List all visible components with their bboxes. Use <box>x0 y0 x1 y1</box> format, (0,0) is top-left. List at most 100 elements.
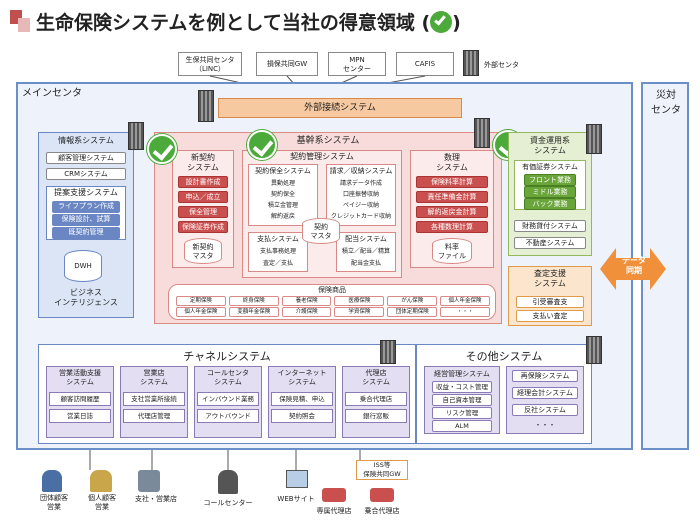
channel-group-item: 支社営業所接続 <box>123 392 185 406</box>
channel-group-title: コールセンタ システム <box>207 369 249 386</box>
check-icon <box>147 134 177 164</box>
product-item: 医療保険 <box>334 296 385 306</box>
title-mark-icon <box>10 10 30 32</box>
pay-box <box>248 232 308 272</box>
securities-title: 有価証券システム <box>522 163 578 171</box>
channel-group-title: インターネット システム <box>277 369 327 386</box>
product-item: 介護保険 <box>281 307 332 317</box>
channel-group-item: 契約照会 <box>271 409 333 423</box>
core-server-icon <box>474 118 490 148</box>
web-label: WEBサイト <box>277 495 315 503</box>
billing-item: 請求データ作成 <box>339 180 382 187</box>
ext-linc-box: 生保共同センタ （LINC） <box>178 52 242 76</box>
info-item: 顧客管理システム <box>46 152 126 164</box>
channel-server-icon <box>380 340 396 364</box>
div-title: 配当システム <box>345 235 387 243</box>
mgmt-item: 収益・コスト管理 <box>432 381 492 393</box>
products-row: 個人年金保険変額年金保険介護保険学資保険団体定期保険・・・ <box>176 307 490 317</box>
channel-title: チャネルシステム <box>183 350 271 363</box>
info-item: CRMシステム <box>46 168 126 180</box>
actuarial-item: 保険料率計算 <box>416 176 488 188</box>
group-sales-label: 団体顧客 営業 <box>40 494 68 511</box>
server-icon <box>463 50 479 76</box>
channel-group: 営業活動支援 システム顧客訪問履歴営業日誌 <box>46 366 114 438</box>
channel-group-item: 代理店管理 <box>123 409 185 423</box>
audit-item: 支払い査定 <box>516 310 584 322</box>
products-row: 定期保険終身保険養老保険医療保険がん保険個人年金保険 <box>176 296 490 306</box>
bi-label: ビジネス インテリジェンス <box>54 288 118 307</box>
callcenter-icon <box>218 470 238 494</box>
asset-item: 不動産システム <box>514 237 586 249</box>
maint-item: 契約保全 <box>270 191 295 198</box>
billing-title: 請求／収納システム <box>329 167 393 175</box>
product-item: 個人年金保険 <box>176 307 226 317</box>
products-title: 保険商品 <box>318 286 346 294</box>
branch-label: 支社・営業店 <box>135 495 177 503</box>
proposal-title: 提案支援システム <box>54 188 118 197</box>
maint-item: 異動処理 <box>270 180 295 187</box>
iss-gw-box: ISS等 保険共同GW <box>356 460 408 480</box>
channel-group-item: 保険見積、申込 <box>271 392 333 406</box>
channel-group: 代理店 システム乗合代理店銀行窓販 <box>342 366 410 438</box>
info-server-icon <box>128 122 144 150</box>
main-center-label: メインセンタ <box>22 88 82 99</box>
product-item: がん保険 <box>387 296 438 306</box>
pay-item: 査定／支払 <box>262 260 293 267</box>
channel-group: 営業店 システム支社営業所接続代理店管理 <box>120 366 188 438</box>
maint-box <box>248 164 318 226</box>
pay-item: 支払事務処理 <box>259 248 296 255</box>
asset-item: 財務貸付システム <box>514 220 586 232</box>
div-box <box>336 232 396 272</box>
page-title: 生命保険システムを例として当社の得意領域 () <box>36 11 461 34</box>
div-item: 配当金支払 <box>350 260 381 267</box>
mgmt-title: 経営管理システム <box>434 370 490 378</box>
actuarial-item: 責任準備金計算 <box>416 191 488 203</box>
other-item: 再保険システム <box>512 370 578 382</box>
proposal-item: 既契約管理 <box>52 227 120 239</box>
asset-title: 資金運用系 システム <box>530 136 570 155</box>
contract-db-icon: 契約 マスタ <box>302 218 340 244</box>
channel-group-item: 乗合代理店 <box>345 392 407 406</box>
ext-mpn-box: MPN センター <box>328 52 386 76</box>
web-icon <box>286 470 308 488</box>
actuarial-item: 各種数理計算 <box>416 221 488 233</box>
product-item: 終身保険 <box>228 296 279 306</box>
proposal-item: 保険設計、試算 <box>52 214 120 226</box>
gateway-box: 外部接続システム <box>218 98 462 118</box>
new-contract-db-icon: 新契約 マスタ <box>184 238 222 264</box>
product-item: 団体定期保険 <box>387 307 438 317</box>
billing-box <box>326 164 396 226</box>
group-customer-icon <box>42 470 62 492</box>
audit-item: 引受審査支 <box>516 296 584 308</box>
dr-center-label: 災対 センタ <box>651 90 681 116</box>
other-title: その他システム <box>465 350 543 363</box>
channel-group-item: 銀行窓販 <box>345 409 407 423</box>
exclusive-agent-icon <box>322 488 346 502</box>
asset-server-icon <box>586 124 602 154</box>
channel-group: インターネット システム保険見積、申込契約照会 <box>268 366 336 438</box>
exclusive-agent-label: 専属代理店 <box>316 507 352 515</box>
callcenter-label: コールセンター <box>203 499 253 507</box>
actuarial-item: 解約返戻金計算 <box>416 206 488 218</box>
dwh-db-icon: DWH <box>64 250 102 282</box>
other-item: ・・・ <box>534 421 556 429</box>
channel-groups: 営業活動支援 システム顧客訪問履歴営業日誌営業店 システム支社営業所接続代理店管… <box>46 366 410 438</box>
channel-group-item: アウトバウンド <box>197 409 259 423</box>
channel-group-item: インバウンド業務 <box>197 392 259 406</box>
rate-file-db-icon: 料率 ファイル <box>432 238 472 264</box>
product-item: 変額年金保険 <box>228 307 279 317</box>
billing-item: 口座振替収納 <box>342 191 379 198</box>
individual-customer-icon <box>90 470 112 492</box>
product-item: ・・・ <box>440 307 490 317</box>
proposal-item: ライフプラン作成 <box>52 201 120 213</box>
other-item: 反社システム <box>512 404 578 416</box>
channel-group-title: 営業店 システム <box>140 369 168 386</box>
data-sync-arrow-icon <box>600 248 666 290</box>
new-contract-item: 設計書作成 <box>178 176 228 188</box>
ext-center-label: 外部センタ <box>484 61 519 69</box>
check-icon <box>247 130 277 160</box>
multi-agent-label: 乗合代理店 <box>364 507 400 515</box>
new-contract-item: 保険証券作成 <box>178 221 228 233</box>
actuarial-title: 数理 システム <box>436 153 468 172</box>
product-item: 個人年金保険 <box>440 296 490 306</box>
